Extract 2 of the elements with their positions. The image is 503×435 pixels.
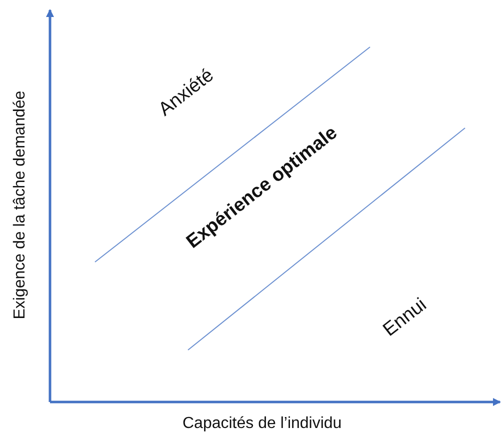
axis-label: Capacités de l’individu <box>182 415 342 433</box>
axis-label: Exigence de la tâche demandée <box>10 90 29 320</box>
